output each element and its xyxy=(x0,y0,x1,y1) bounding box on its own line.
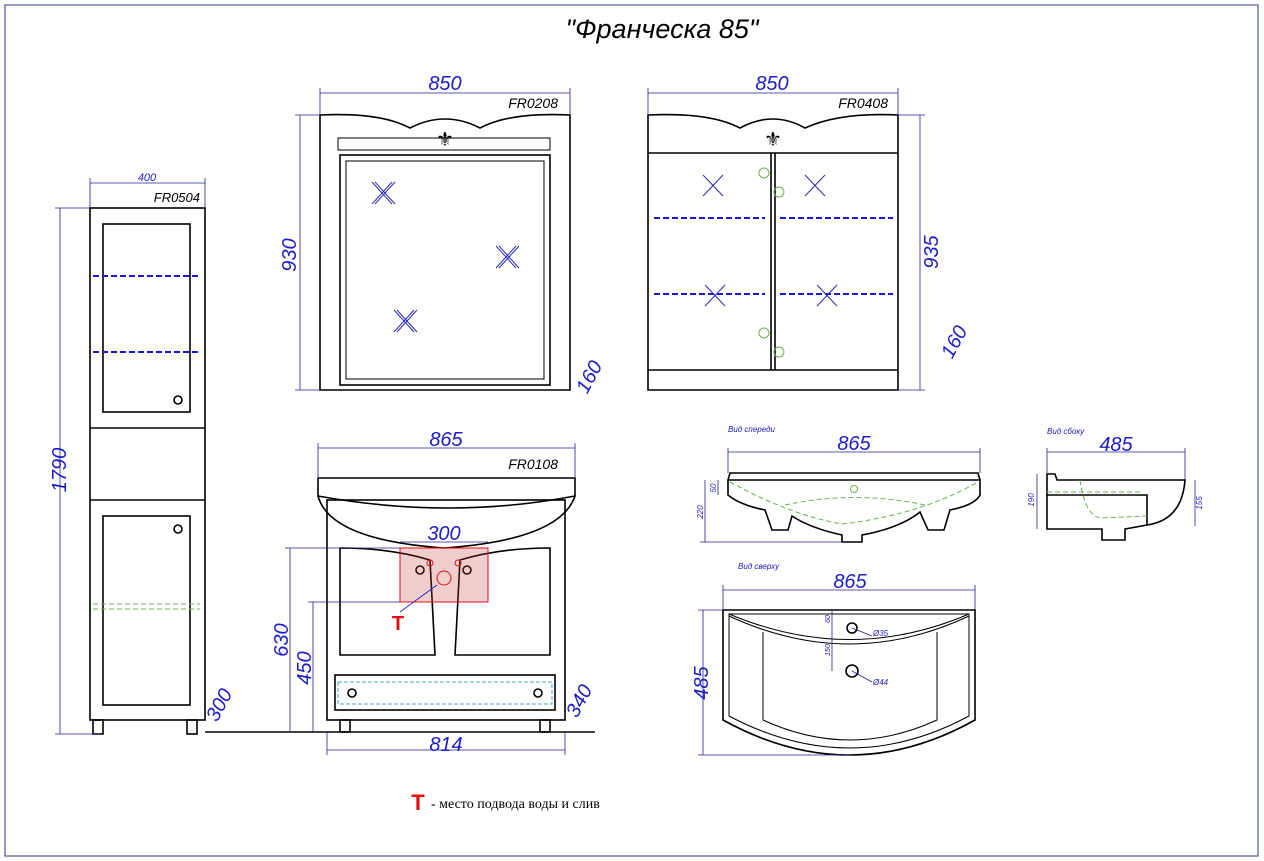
sink-top-depth-label: 485 xyxy=(691,665,713,699)
cabinet-width-label: 850 xyxy=(755,73,788,95)
sparkle-icon xyxy=(371,181,396,205)
sink-side-view: Вид сбоку 485 190 155 xyxy=(1027,427,1204,541)
sink-side-caption: Вид сбоку xyxy=(1047,427,1085,436)
drain-hole-diameter-label: Ø44 xyxy=(872,678,889,687)
legend-marker: T xyxy=(411,790,425,815)
vanity-model-label: FR0108 xyxy=(508,456,558,472)
vanity-inlet-height-label: 450 xyxy=(294,651,316,684)
drawing-border xyxy=(4,4,1259,857)
drawing-title: "Франческа 85" xyxy=(565,14,759,44)
cabinet-model-label: FR0408 xyxy=(838,95,888,111)
vanity-top-width-label: 865 xyxy=(429,429,463,451)
vanity-fr0108: T 865 FR0108 300 630 450 814 340 xyxy=(205,429,597,756)
mirror-fr0208: ⚜ 850 FR0208 930 160 xyxy=(279,73,607,397)
sparkle-icon xyxy=(393,309,418,333)
mirror-height-label: 930 xyxy=(279,238,301,271)
column-fr0504: 400 FR0504 1790 300 xyxy=(49,172,237,735)
mirror-depth-label: 160 xyxy=(572,357,607,397)
knob-icon xyxy=(173,395,183,405)
vanity-height-label: 630 xyxy=(271,623,293,656)
sparkle-icon xyxy=(816,284,838,307)
column-height-label: 1790 xyxy=(49,448,71,493)
mirror-width-label: 850 xyxy=(428,73,461,95)
water-marker: T xyxy=(392,613,404,635)
cabinet-fr0408: ⚜ 850 FR0408 935 160 xyxy=(647,73,972,391)
fleur-de-lis-ornament-icon: ⚜ xyxy=(436,129,454,151)
faucet-offset-label: 60 xyxy=(825,615,832,623)
sink-front-view: Вид спереди 865 50 220 xyxy=(696,425,982,543)
sink-front-height-label: 220 xyxy=(696,505,705,520)
knob-icon xyxy=(173,524,183,534)
column-model-label: FR0504 xyxy=(154,190,200,205)
legend-text: - место подвода воды и слив xyxy=(431,797,600,812)
sparkle-icon xyxy=(804,174,826,197)
faucet-hole-icon xyxy=(846,622,858,634)
sink-top-width-label: 865 xyxy=(833,571,867,593)
column-depth-label: 300 xyxy=(202,685,237,725)
sink-top-view: Вид сверху 865 Ø35 Ø44 60 150 485 xyxy=(691,562,976,756)
sink-top-caption: Вид сверху xyxy=(738,562,780,571)
sink-front-width-label: 865 xyxy=(837,433,871,455)
vanity-cutout-width-label: 300 xyxy=(427,523,460,545)
cabinet-height-label: 935 xyxy=(921,234,943,268)
sink-bowl-depth-label: 155 xyxy=(1195,496,1204,510)
drain-offset-label: 150 xyxy=(825,644,832,656)
sink-side-height-label: 190 xyxy=(1027,493,1036,507)
faucet-hole-diameter-label: Ø35 xyxy=(872,629,889,638)
sink-side-depth-label: 485 xyxy=(1099,434,1133,456)
legend: T - место подвода воды и слив xyxy=(411,790,600,815)
vanity-body-width-label: 814 xyxy=(429,734,462,756)
sparkle-icon xyxy=(704,284,726,307)
sink-rim-label: 50 xyxy=(709,483,718,492)
cabinet-depth-label: 160 xyxy=(937,322,972,362)
fleur-de-lis-ornament-icon: ⚜ xyxy=(764,129,782,151)
sparkle-icon xyxy=(495,245,520,269)
water-supply-zone xyxy=(399,547,489,603)
sink-front-caption: Вид спереди xyxy=(728,425,776,434)
drain-hole-icon xyxy=(845,664,859,678)
vanity-depth-label: 340 xyxy=(562,681,597,721)
mirror-model-label: FR0208 xyxy=(508,95,558,111)
sparkle-icon xyxy=(702,174,724,197)
column-width-label: 400 xyxy=(138,172,157,184)
